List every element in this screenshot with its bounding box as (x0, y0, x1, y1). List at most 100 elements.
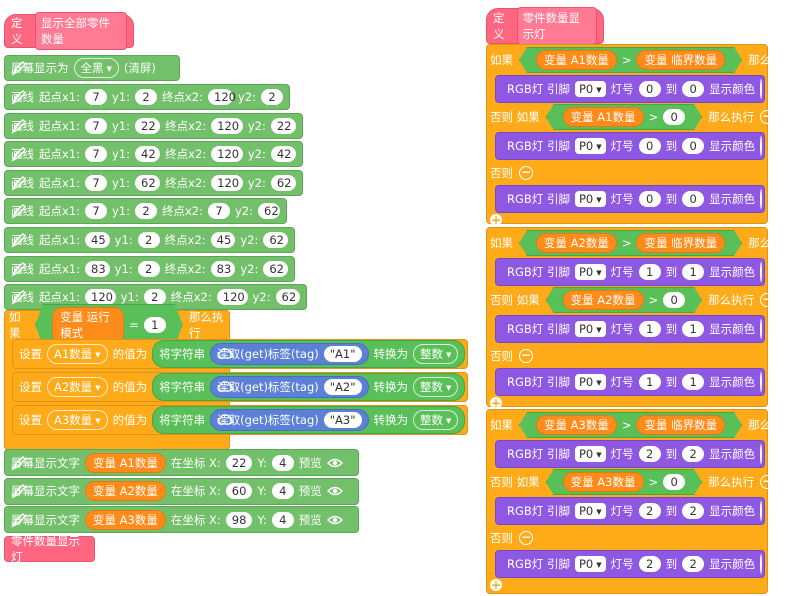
count-variable[interactable]: 变量 A2数量 (536, 233, 617, 253)
variable-dropdown[interactable]: A3数量▼ (47, 410, 108, 430)
x2-input[interactable]: 120 (211, 117, 243, 134)
lamp-from-input[interactable]: 1 (638, 264, 661, 280)
x2-input[interactable]: 120 (211, 146, 243, 163)
y1-input[interactable]: 2 (135, 89, 157, 105)
pin-dropdown[interactable]: P0▼ (574, 138, 606, 154)
call-procedure-block[interactable]: 零件数量显示灯 (4, 534, 95, 564)
limit-variable[interactable]: 变量 临界数量 (636, 415, 725, 435)
lamp-from-input[interactable]: 2 (638, 446, 661, 462)
define-hat-right[interactable]: 定义 零件数量显示灯 (486, 7, 604, 45)
zero-input[interactable]: 0 (663, 474, 685, 490)
cloud-get-tag-block[interactable]: 读取(get)标签(tag)"A3" (210, 409, 369, 431)
color-swatch[interactable] (760, 79, 763, 99)
x2-input[interactable]: 120 (208, 89, 236, 105)
y1-input[interactable]: 2 (143, 289, 166, 306)
y2-input[interactable]: 62 (258, 203, 280, 220)
y1-input[interactable]: 22 (135, 117, 161, 134)
lamp-to-input[interactable]: 1 (682, 264, 705, 280)
lamp-from-input[interactable]: 0 (638, 138, 661, 154)
eye-icon[interactable] (326, 483, 343, 499)
remove-branch-icon[interactable]: − (760, 474, 775, 489)
pin-dropdown[interactable]: P0▼ (574, 503, 606, 519)
pin-dropdown[interactable]: P0▼ (574, 321, 606, 337)
type-dropdown[interactable]: 整数▼ (413, 377, 459, 397)
y1-input[interactable]: 2 (137, 232, 160, 248)
count-variable[interactable]: 变量 A2数量 (563, 290, 644, 310)
limit-variable[interactable]: 变量 临界数量 (636, 233, 725, 253)
screen-mode-dropdown[interactable]: 全黑▼ (73, 58, 119, 78)
lamp-to-input[interactable]: 0 (682, 138, 705, 154)
lamp-from-input[interactable]: 0 (638, 191, 661, 207)
variable-reporter[interactable]: 变量 A2数量 (85, 481, 166, 501)
y1-input[interactable]: 2 (137, 260, 160, 277)
y1-input[interactable]: 62 (135, 174, 161, 191)
x1-input[interactable]: 120 (85, 289, 116, 306)
color-swatch[interactable] (760, 444, 763, 464)
x2-input[interactable]: 120 (216, 289, 248, 306)
variable-reporter[interactable]: 变量 A3数量 (85, 509, 166, 530)
x1-input[interactable]: 7 (85, 89, 107, 105)
lamp-to-input[interactable]: 0 (682, 81, 705, 97)
add-branch-icon[interactable]: + (490, 396, 502, 410)
y2-input[interactable]: 62 (263, 260, 289, 277)
remove-branch-icon[interactable]: − (760, 109, 775, 124)
x1-input[interactable]: 83 (85, 260, 110, 277)
x1-input[interactable]: 7 (85, 174, 107, 191)
color-swatch[interactable] (760, 554, 763, 574)
define-hat-left[interactable]: 定义 显示全部零件数量 (4, 12, 134, 50)
lamp-to-input[interactable]: 0 (682, 191, 705, 207)
x2-input[interactable]: 45 (210, 232, 236, 248)
condition-greater-than-zero[interactable]: 变量 A2数量>0 (546, 287, 702, 313)
y2-input[interactable]: 42 (270, 146, 296, 163)
zero-input[interactable]: 0 (663, 292, 685, 308)
type-dropdown[interactable]: 整数▼ (413, 344, 459, 364)
condition-greater-than-zero[interactable]: 变量 A3数量>0 (546, 469, 702, 495)
lamp-from-input[interactable]: 1 (638, 321, 661, 337)
string-convert-block[interactable]: 将字符串读取(get)标签(tag)"A1"转换为整数▼ (152, 340, 466, 368)
variable-reporter[interactable]: 变量 A1数量 (85, 452, 166, 473)
x2-input[interactable]: 83 (210, 260, 236, 277)
tag-input[interactable]: "A3" (323, 412, 362, 428)
x2-input[interactable]: 120 (211, 174, 243, 191)
pin-dropdown[interactable]: P0▼ (574, 81, 606, 97)
y1-input[interactable]: 42 (135, 146, 161, 163)
lamp-from-input[interactable]: 2 (638, 503, 661, 519)
y2-input[interactable]: 62 (275, 289, 300, 306)
lamp-from-input[interactable]: 1 (638, 374, 661, 390)
remove-else-icon[interactable]: − (519, 165, 533, 180)
pin-dropdown[interactable]: P0▼ (574, 264, 606, 280)
cloud-get-tag-block[interactable]: 读取(get)标签(tag)"A1" (210, 343, 369, 365)
condition-greater-than[interactable]: 变量 A1数量>变量 临界数量 (519, 47, 742, 73)
count-variable[interactable]: 变量 A3数量 (563, 472, 644, 492)
y-input[interactable]: 4 (271, 483, 294, 499)
x1-input[interactable]: 7 (85, 146, 107, 163)
y2-input[interactable]: 2 (261, 89, 283, 105)
tag-input[interactable]: "A1" (323, 346, 362, 362)
lamp-from-input[interactable]: 2 (638, 556, 661, 572)
zero-input[interactable]: 0 (663, 109, 685, 125)
add-branch-icon[interactable]: + (490, 578, 502, 592)
y2-input[interactable]: 62 (263, 232, 289, 248)
x1-input[interactable]: 7 (85, 117, 107, 134)
color-swatch[interactable] (760, 189, 763, 209)
lamp-to-input[interactable]: 2 (682, 503, 705, 519)
lamp-to-input[interactable]: 2 (682, 446, 705, 462)
x-input[interactable]: 22 (225, 454, 253, 471)
add-branch-icon[interactable]: + (490, 213, 502, 227)
